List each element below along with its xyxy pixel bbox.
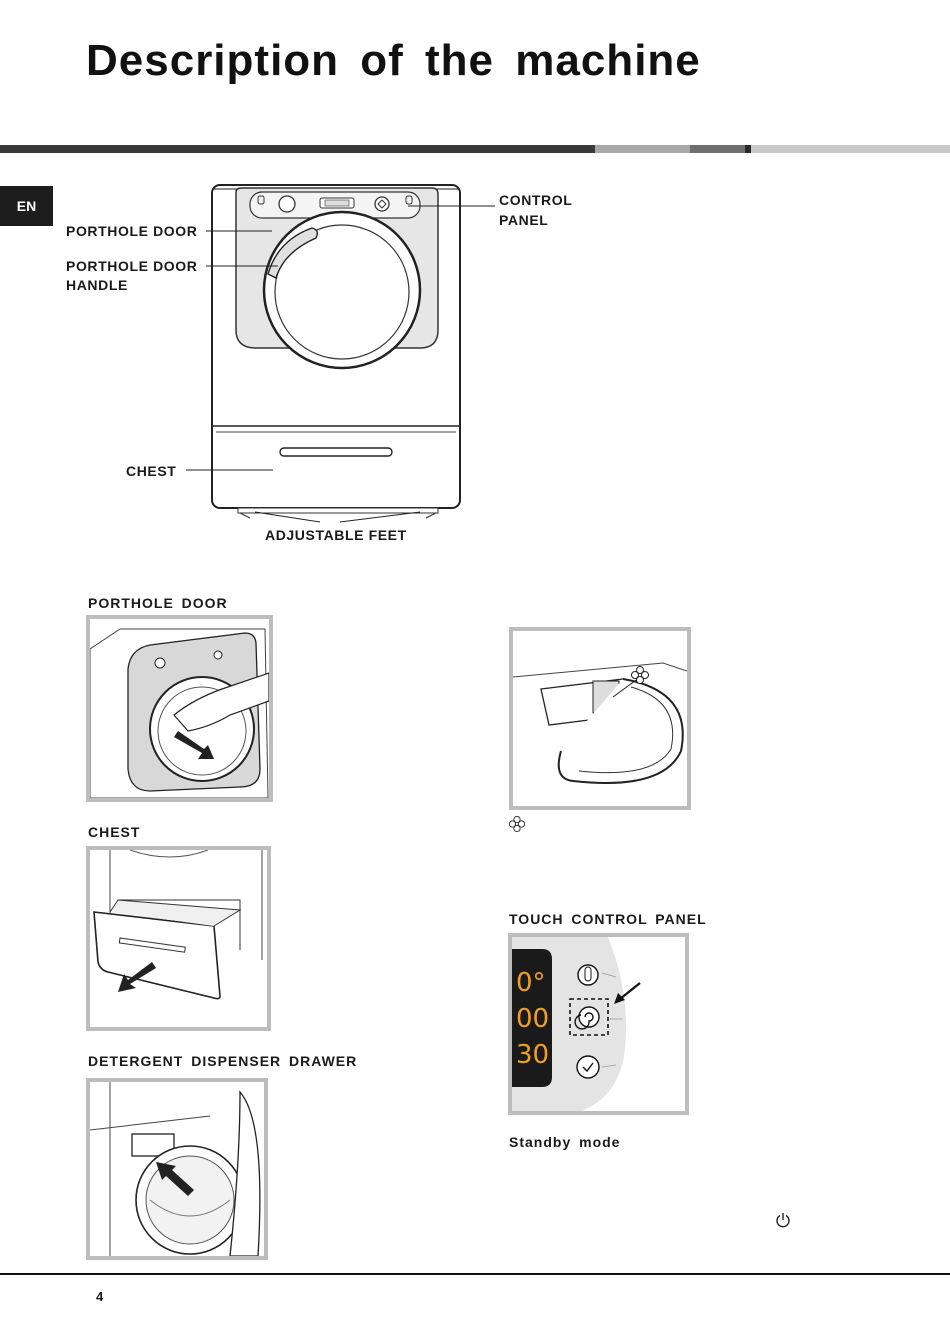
label-porthole-door-handle-2: HANDLE (66, 276, 128, 295)
touch-panel-illustration: 0° 00 30 (508, 933, 689, 1115)
page-number: 4 (96, 1289, 103, 1304)
label-adjustable-feet: ADJUSTABLE FEET (265, 526, 407, 545)
header-rule-light (595, 145, 690, 153)
section-heading-touch-control-panel: TOUCH CONTROL PANEL (509, 911, 707, 927)
header-rule-pale (751, 145, 950, 153)
label-control-panel-2: PANEL (499, 211, 548, 230)
machine-diagram (180, 180, 500, 530)
chest-illustration (86, 846, 271, 1031)
porthole-door-illustration (86, 615, 273, 802)
drawer-compartments-illustration (509, 627, 691, 810)
label-porthole-door-handle-1: PORTHOLE DOOR (66, 257, 197, 276)
flower-icon (508, 815, 526, 833)
label-control-panel-1: CONTROL (499, 191, 572, 210)
label-porthole-door: PORTHOLE DOOR (66, 222, 197, 241)
display-line-1: 0° (516, 965, 549, 1001)
display-line-2: 00 (516, 1001, 549, 1037)
detergent-drawer-illustration (86, 1078, 268, 1260)
section-heading-detergent-drawer: DETERGENT DISPENSER DRAWER (88, 1053, 357, 1069)
display-line-3: 30 (516, 1037, 549, 1073)
flower-icon (630, 665, 650, 685)
power-icon (775, 1212, 791, 1228)
footer-rule (0, 1273, 950, 1275)
language-tab: EN (0, 186, 53, 226)
label-chest: CHEST (126, 462, 176, 481)
header-rule-dark (0, 145, 595, 153)
washing-machine-illustration (180, 180, 500, 530)
header-rule-mid (690, 145, 745, 153)
page-title: Description of the machine (86, 36, 701, 86)
touch-panel-display: 0° 00 30 (516, 965, 549, 1073)
section-heading-porthole-door: PORTHOLE DOOR (88, 595, 228, 611)
section-heading-standby-mode: Standby mode (509, 1134, 620, 1150)
section-heading-chest: CHEST (88, 824, 140, 840)
